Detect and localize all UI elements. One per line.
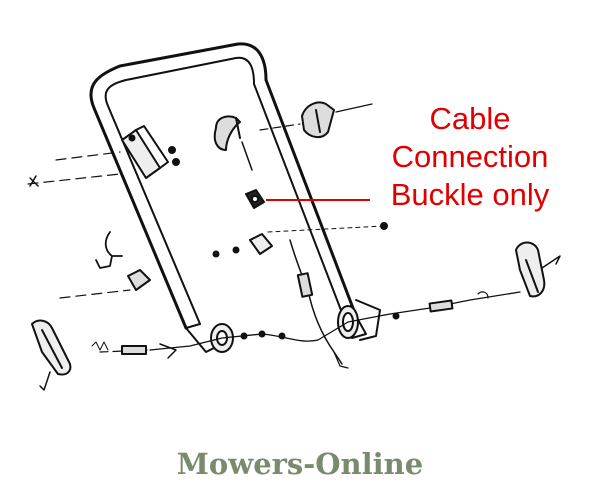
bolt-line-1: [55, 151, 121, 161]
callout-label: Cable Connection Buckle only: [360, 100, 580, 214]
cable-clip-block: [249, 233, 273, 255]
bolt-line-2: [27, 173, 121, 185]
cable-loop-left: [95, 231, 123, 269]
bolt-line-left-mid: [59, 289, 131, 299]
lower-cable: [149, 291, 521, 351]
cable-clip-left: [127, 269, 151, 291]
right-top-bolt-line: [259, 123, 301, 131]
right-top-bracket: [213, 115, 241, 151]
handle-outer-tube: [89, 42, 358, 330]
spring-bottom: [333, 351, 349, 369]
brand-watermark: Mowers-Online: [176, 447, 424, 481]
left-lever-handle: [31, 319, 72, 391]
vertical-pin: [241, 141, 253, 171]
right-lever-handle: [515, 241, 561, 298]
right-top-handle-knob: [301, 101, 335, 138]
cable-buckle-part: [245, 189, 265, 209]
right-top-rod: [335, 103, 373, 113]
callout-line-3: Buckle only: [390, 177, 550, 212]
callout-line-1: Cable: [429, 101, 511, 136]
left-clamp-block: [121, 125, 169, 179]
callout-line-2: Connection: [391, 139, 549, 174]
spring-left: [91, 341, 109, 351]
handle-inner-tube: [104, 56, 345, 325]
bolt-line-3: [267, 225, 385, 233]
